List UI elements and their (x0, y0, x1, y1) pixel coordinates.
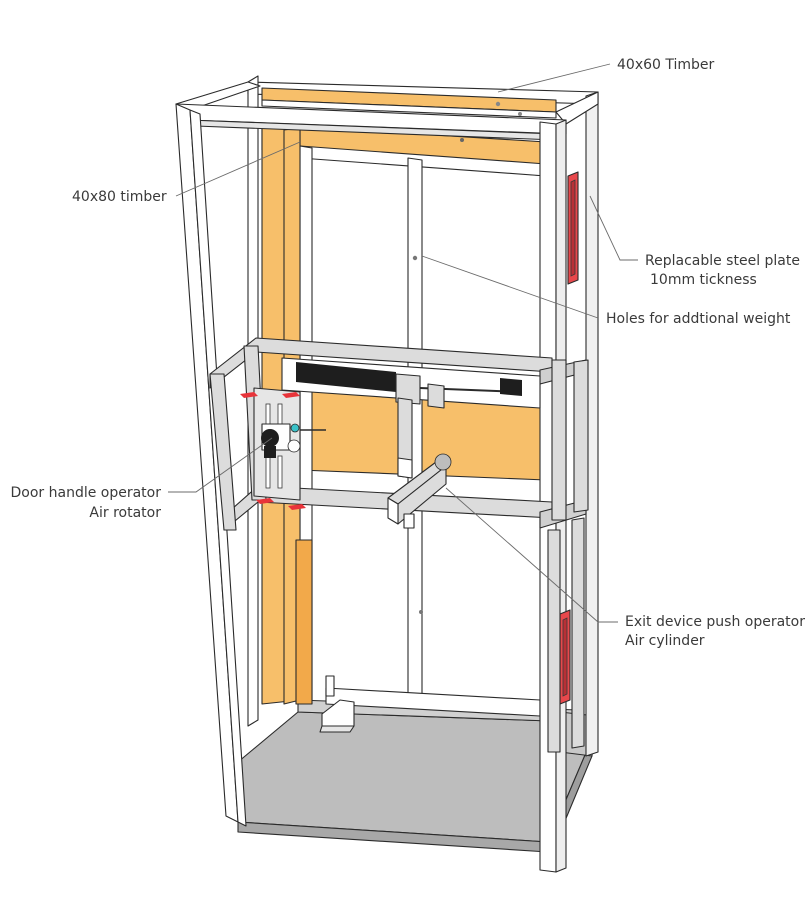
exit-device-operator (387, 397, 452, 529)
label-door-handle-line2: Air rotator (89, 505, 161, 521)
leader-40x80 (175, 141, 301, 197)
red-marker-bottom-right (288, 504, 306, 510)
timber-40x60 (261, 87, 557, 119)
label-exit-device-line1: Exit device push operator (625, 614, 805, 630)
leader-steel-plate (589, 195, 638, 261)
leader-holes (421, 255, 599, 319)
red-marker-top-left (240, 392, 258, 398)
label-40x60-timber: 40x60 Timber (617, 57, 715, 73)
label-steel-plate-line2: 10mm tickness (650, 272, 757, 288)
steel-plate-upper (567, 171, 579, 285)
upper-actuator (281, 357, 541, 409)
floor-bracket (319, 675, 355, 733)
door-handle-operator (261, 423, 326, 458)
label-steel-plate-line1: Replacable steel plate (645, 253, 800, 269)
label-door-handle-line1: Door handle operator (11, 485, 162, 501)
label-holes: Holes for addtional weight (606, 311, 791, 327)
red-marker-top-right (282, 392, 300, 398)
red-marker-bottom-left (256, 498, 274, 504)
leader-40x60 (497, 63, 611, 93)
label-exit-device-line2: Air cylinder (625, 633, 705, 649)
leader-door-handle (168, 437, 273, 493)
label-40x80-timber: 40x80 timber (72, 189, 167, 205)
leader-exit-device (445, 487, 618, 623)
steel-plate-lower (559, 609, 571, 705)
